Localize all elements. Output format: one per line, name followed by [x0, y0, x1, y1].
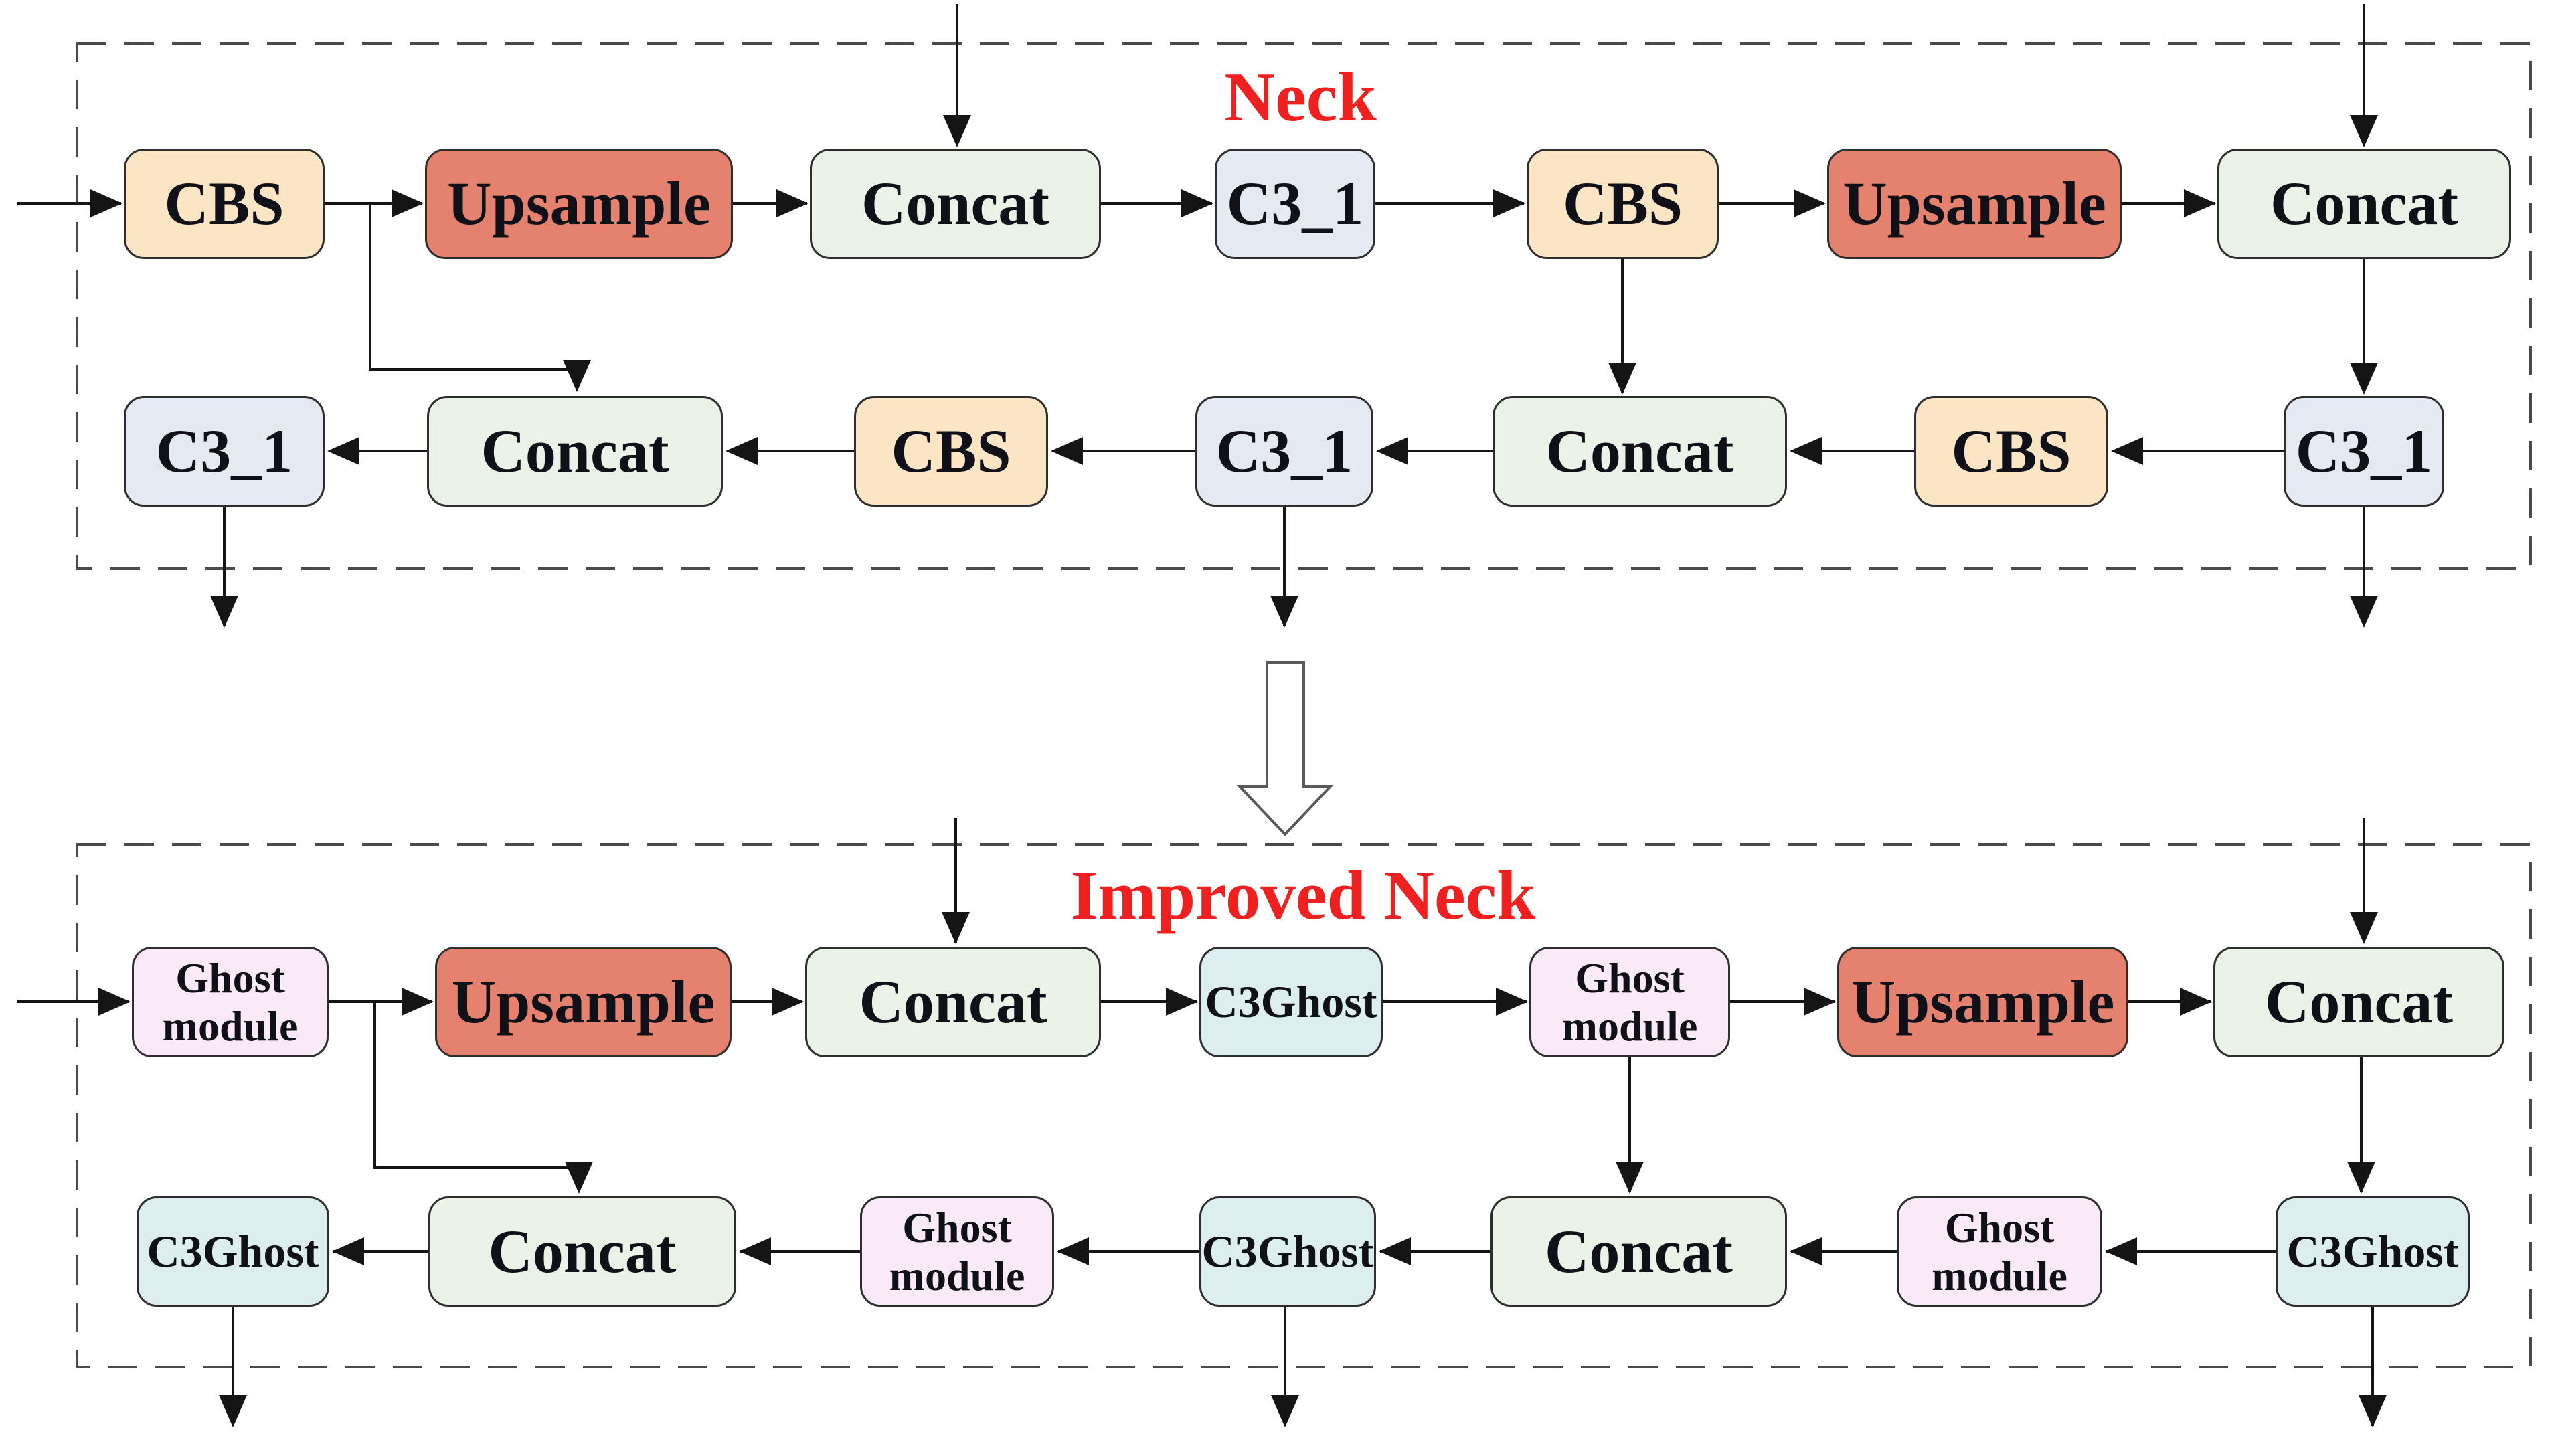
- node-concat: Concat: [2213, 947, 2504, 1057]
- node-concat: Concat: [2217, 149, 2511, 259]
- neck-connectors: [17, 4, 2378, 628]
- node-upsample: Upsample: [1837, 947, 2128, 1057]
- node-cbs: CBS: [124, 149, 325, 259]
- node-concat: Concat: [805, 947, 1101, 1057]
- improved-neck-container-border: [76, 843, 2532, 1368]
- arrow-cbs-skip-to-concat: [369, 203, 591, 392]
- improved-neck-connectors: [17, 818, 2387, 1427]
- node-concat: Concat: [1493, 396, 1787, 507]
- node-ghost-module: Ghost module: [132, 947, 329, 1057]
- node-c3ghost: C3Ghost: [2276, 1196, 2470, 1307]
- node-ghost-module: Ghost module: [860, 1196, 1054, 1307]
- node-c3ghost: C3Ghost: [137, 1196, 329, 1307]
- improved-neck-title: Improved Neck: [1070, 856, 1536, 934]
- node-concat: Concat: [1490, 1196, 1787, 1307]
- arrow-ghost-skip-to-concat: [373, 1002, 593, 1194]
- node-c3-1: C3_1: [2284, 396, 2444, 507]
- transform-arrow-icon: [1236, 661, 1334, 836]
- node-c3-1: C3_1: [1195, 396, 1373, 507]
- node-c3-1: C3_1: [124, 396, 325, 507]
- node-concat: Concat: [428, 1196, 736, 1307]
- node-cbs: CBS: [1527, 149, 1719, 259]
- node-ghost-module: Ghost module: [1529, 947, 1730, 1057]
- node-upsample: Upsample: [425, 149, 733, 259]
- node-c3-1: C3_1: [1215, 149, 1375, 259]
- node-c3ghost: C3Ghost: [1199, 947, 1383, 1057]
- node-upsample: Upsample: [435, 947, 732, 1057]
- neck-container-border: [76, 42, 2532, 570]
- node-c3ghost: C3Ghost: [1199, 1196, 1376, 1307]
- node-concat: Concat: [810, 149, 1101, 259]
- node-ghost-module: Ghost module: [1897, 1196, 2102, 1307]
- node-concat: Concat: [427, 396, 723, 507]
- node-upsample: Upsample: [1827, 149, 2122, 259]
- node-cbs: CBS: [854, 396, 1048, 507]
- node-cbs: CBS: [1914, 396, 2108, 507]
- neck-title: Neck: [1224, 58, 1377, 136]
